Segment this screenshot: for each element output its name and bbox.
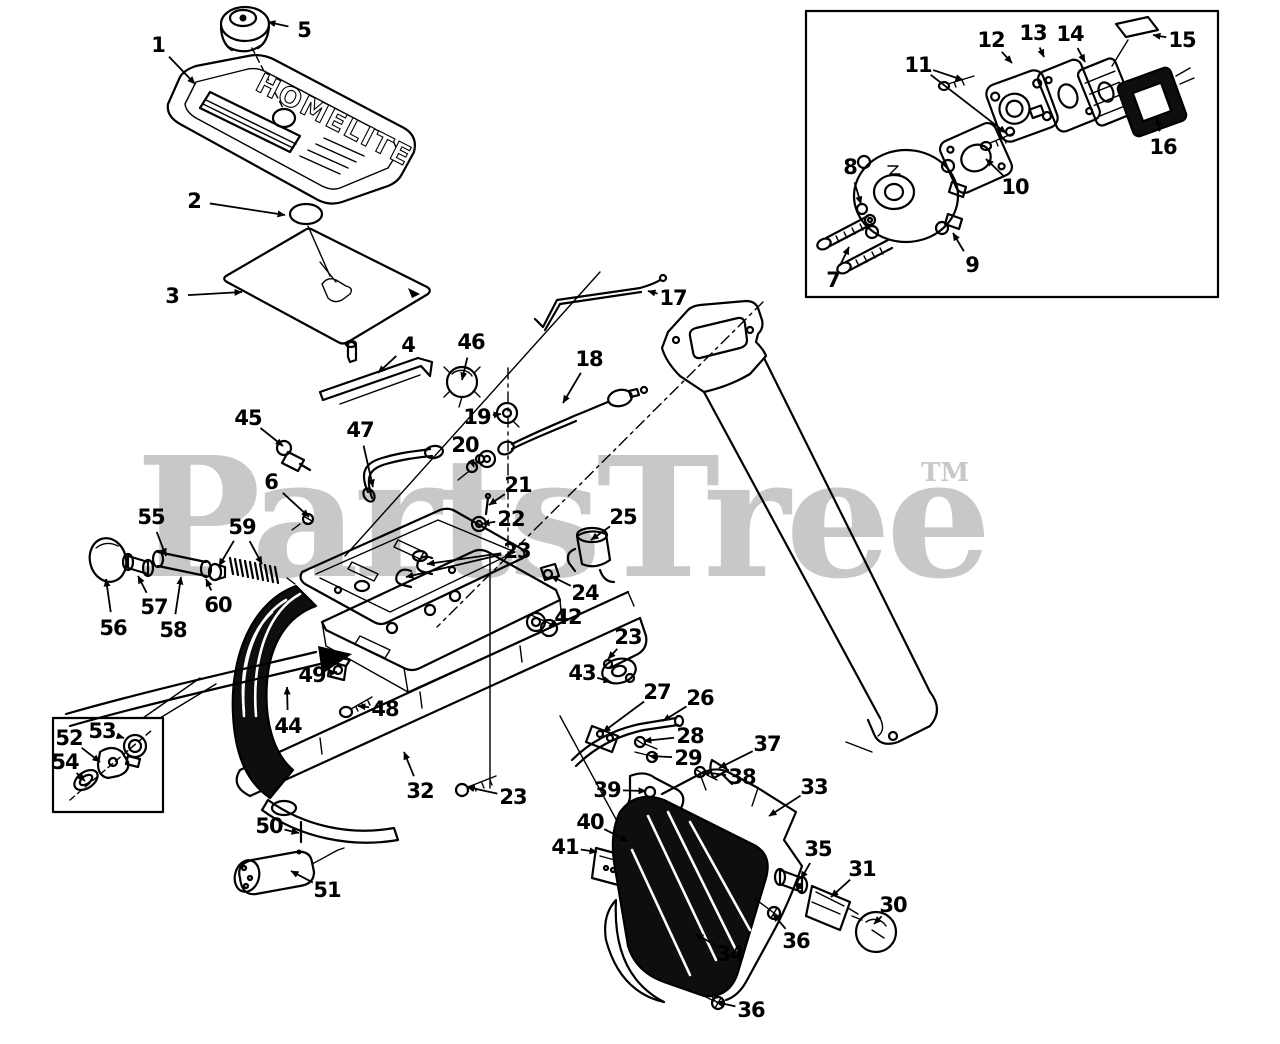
leader-line-24 — [550, 575, 572, 587]
leader-lines — [75, 20, 1167, 1008]
leader-line-35 — [800, 862, 811, 880]
leader-line-31 — [830, 879, 851, 898]
leader-line-51 — [290, 870, 314, 884]
leader-line-9 — [952, 232, 965, 252]
leader-line-23 — [405, 553, 502, 579]
leader-line-11 — [932, 69, 964, 81]
leader-line-40 — [603, 828, 629, 842]
leader-line-17 — [647, 289, 658, 297]
leader-line-8 — [853, 182, 863, 205]
leader-line-16 — [1155, 117, 1162, 132]
leader-line-5 — [267, 20, 289, 28]
leader-line-57 — [137, 575, 148, 594]
leader-line-42 — [548, 619, 558, 627]
leader-line-56 — [103, 578, 112, 613]
leader-line-32 — [403, 751, 415, 777]
leader-line-38 — [701, 769, 727, 777]
leader-line-33 — [768, 794, 802, 817]
leader-line-23 — [426, 552, 502, 567]
leader-line-47 — [362, 445, 375, 488]
leader-line-15 — [1152, 32, 1167, 40]
leader-line-28 — [643, 736, 675, 744]
leader-line-59 — [248, 540, 263, 565]
leader-line-10 — [985, 158, 1005, 177]
watermark-tm: TM — [921, 458, 970, 488]
leader-line-53 — [115, 732, 125, 740]
leader-line-44 — [283, 686, 291, 711]
leader-line-30 — [873, 915, 883, 925]
leader-line-7 — [839, 246, 850, 266]
leader-line-18 — [562, 372, 582, 404]
leader-line-41 — [580, 847, 598, 855]
leader-line-20 — [467, 458, 475, 468]
leader-line-29 — [649, 752, 673, 760]
leader-line-36 — [715, 1000, 736, 1008]
leader-line-46 — [460, 357, 469, 381]
leader-line-21 — [488, 493, 506, 506]
leader-line-27 — [602, 700, 645, 733]
leader-line-11 — [930, 74, 1007, 134]
leader-line-23 — [607, 648, 618, 660]
leader-line-36 — [772, 913, 787, 930]
leader-line-23 — [466, 785, 498, 795]
throttle-rod-group — [533, 273, 668, 332]
leader-line-1 — [168, 55, 196, 85]
leader-line-58 — [174, 576, 184, 615]
leader-line-39 — [622, 787, 647, 795]
leader-line-55 — [155, 531, 167, 557]
leader-line-14 — [1076, 47, 1086, 63]
leader-line-6 — [282, 492, 310, 518]
leader-line-34 — [695, 933, 717, 947]
front-handle-group — [64, 584, 400, 844]
leader-line-54 — [75, 772, 86, 782]
leader-line-22 — [481, 519, 496, 527]
leader-line-48 — [357, 703, 370, 711]
watermark-text: PartsTree — [136, 421, 992, 616]
leader-line-12 — [1001, 51, 1013, 64]
leader-line-43 — [597, 676, 612, 684]
bumper-inset — [51, 716, 165, 814]
leader-line-45 — [259, 427, 284, 447]
leader-line-37 — [718, 750, 754, 769]
leader-line-3 — [187, 288, 243, 296]
leader-line-13 — [1037, 47, 1045, 58]
leader-line-25 — [590, 525, 611, 541]
leader-line-49 — [327, 669, 338, 677]
rear-handle-group — [660, 299, 939, 753]
leader-line-2 — [209, 202, 286, 218]
leader-line-26 — [662, 705, 687, 722]
leader-line-19 — [492, 411, 502, 419]
leader-line-50 — [284, 827, 300, 835]
leader-line-52 — [81, 747, 101, 763]
starter-group — [604, 768, 898, 1011]
leader-line-4 — [377, 355, 397, 374]
leader-line-59 — [218, 540, 235, 567]
leader-line-60 — [205, 578, 213, 591]
